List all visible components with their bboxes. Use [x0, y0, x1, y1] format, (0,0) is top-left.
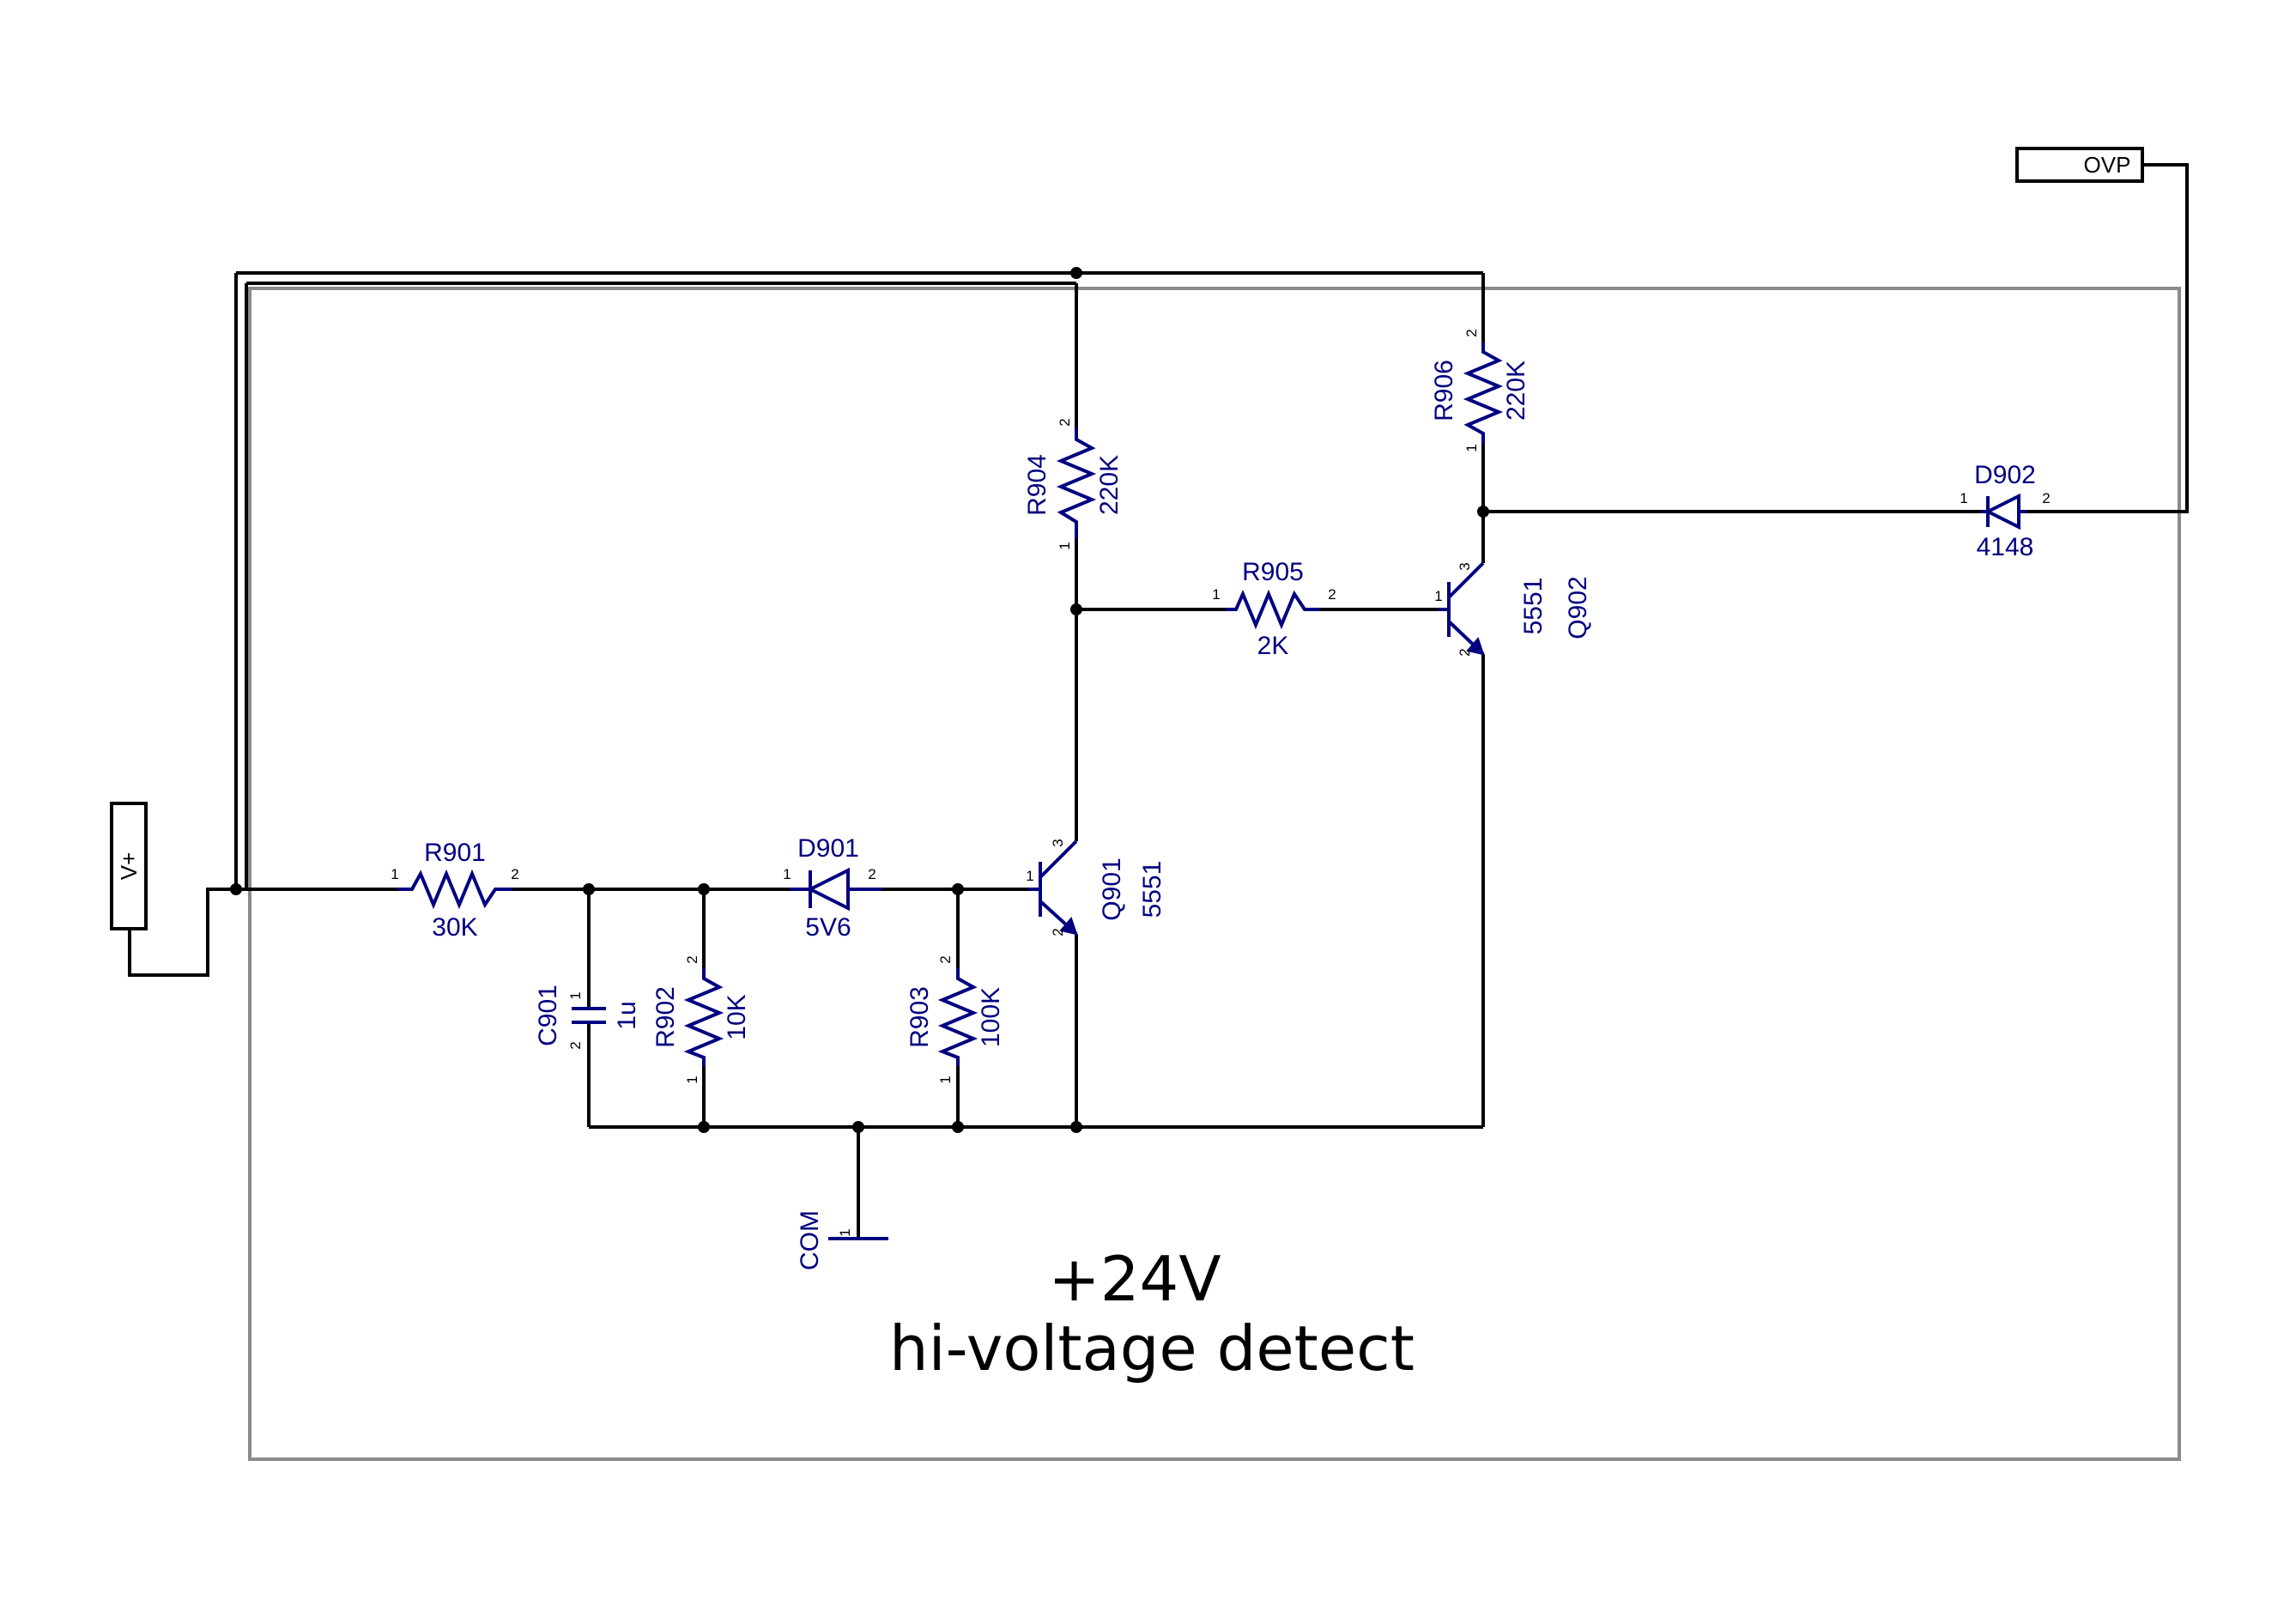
title-line-1: +24V	[1048, 1243, 1221, 1315]
junction-dot	[698, 883, 710, 895]
diode-d901: 1 2 D901 5V6	[783, 834, 882, 942]
wires	[128, 163, 2189, 1239]
c901-value: 1u	[613, 1001, 641, 1029]
resistor-r905: 1 2 R905 2K	[1212, 558, 1336, 660]
d901-value: 5V6	[805, 913, 851, 942]
r906-ref: R906	[1430, 360, 1458, 421]
r904-pin2: 2	[1057, 418, 1073, 426]
resistor-r903: 2 1 R903 100K	[906, 955, 1005, 1083]
d902-ref: D902	[1974, 461, 2036, 489]
q902-pin2: 2	[1457, 648, 1473, 656]
port-vplus-label: V+	[116, 852, 142, 881]
d901-triangle	[806, 867, 850, 912]
q901-ref: Q901	[1098, 857, 1126, 920]
resistor-r906: 2 1 R906 220K	[1430, 329, 1530, 451]
c901-ref: C901	[534, 985, 562, 1046]
r901-zigzag	[397, 869, 512, 910]
junction-dot	[583, 883, 595, 895]
junction-dot	[1070, 603, 1082, 615]
r905-pin1: 1	[1212, 586, 1220, 603]
r905-ref: R905	[1242, 558, 1304, 586]
junction-dot	[1070, 267, 1082, 279]
r903-zigzag	[937, 968, 978, 1066]
port-vplus: V+	[110, 802, 148, 930]
junction-dot	[952, 1121, 964, 1133]
q901-value: 5551	[1138, 861, 1166, 918]
q902-pin1: 1	[1434, 588, 1442, 604]
port-com: 1 COM	[796, 1210, 888, 1270]
r902-zigzag	[683, 968, 724, 1066]
c901-pin2: 2	[567, 1041, 584, 1049]
capacitor-c901: 1 2 C901 1u	[534, 985, 641, 1050]
r902-value: 10K	[723, 994, 751, 1039]
block-frame	[248, 287, 2181, 1461]
d902-pin2: 2	[2042, 490, 2050, 506]
resistor-r904: 2 1 R904 220K	[1023, 418, 1124, 549]
port-vplus-box	[110, 802, 148, 930]
q902-emitter-arrow	[1466, 637, 1485, 656]
r906-pin2: 2	[1463, 329, 1480, 336]
port-ovp-label: OVP	[2084, 152, 2131, 178]
r903-pin1: 1	[937, 1076, 954, 1083]
r904-ref: R904	[1023, 454, 1051, 516]
transistor-q902: 1 3 2 5551 Q902	[1434, 561, 1592, 657]
r902-ref: R902	[651, 986, 680, 1048]
q902-value: 5551	[1519, 578, 1548, 635]
r901-value: 30K	[432, 913, 477, 942]
q901-emitter-arrow	[1059, 917, 1078, 936]
r906-zigzag	[1463, 342, 1504, 445]
r905-value: 2K	[1257, 632, 1289, 660]
q901-pin3: 3	[1050, 839, 1066, 846]
resistor-r901: 1 2 R901 30K	[391, 839, 518, 942]
vplus-feed-wire	[128, 888, 236, 977]
r904-value: 220K	[1095, 455, 1124, 515]
com-pin-number: 1	[837, 1228, 853, 1236]
d902-value: 4148	[1977, 533, 2034, 561]
r902-pin2: 2	[684, 955, 700, 963]
r902-pin1: 1	[684, 1076, 700, 1083]
junction-dot	[852, 1121, 864, 1133]
junction-dot	[1070, 1121, 1082, 1133]
q902-pin3: 3	[1457, 562, 1473, 570]
d902-pin1: 1	[1960, 490, 1967, 506]
q901-collector-line	[1039, 839, 1078, 879]
r906-value: 220K	[1502, 361, 1530, 421]
port-ovp-box	[2015, 147, 2144, 183]
junction-dot	[230, 883, 242, 895]
port-ovp: OVP	[2015, 147, 2144, 183]
q902-ref: Q902	[1564, 576, 1592, 639]
r905-zigzag	[1226, 589, 1320, 630]
d902-triangle	[1984, 493, 2020, 530]
transistor-q901: 1 3 2 Q901 5551	[1026, 839, 1166, 936]
r906-pin1: 1	[1463, 444, 1480, 451]
c901-pin1: 1	[567, 991, 584, 999]
d902-to-ovp-wire	[2026, 163, 2189, 513]
q901-pin2: 2	[1050, 928, 1066, 936]
junction-dot	[1477, 506, 1489, 518]
resistor-r902: 2 1 R902 10K	[651, 955, 751, 1083]
q902-collector-line	[1447, 561, 1485, 599]
d901-pin2: 2	[868, 866, 875, 882]
com-label: COM	[796, 1210, 824, 1270]
d901-pin1: 1	[783, 866, 791, 882]
diode-d902: 1 2 D902 4148	[1960, 461, 2050, 561]
r905-pin2: 2	[1328, 586, 1336, 603]
d901-ref: D901	[797, 834, 859, 863]
r904-pin1: 1	[1057, 542, 1073, 549]
r903-pin2: 2	[937, 955, 954, 963]
title-line-2: hi-voltage detect	[889, 1312, 1415, 1385]
junction-dot	[698, 1121, 710, 1133]
r904-zigzag	[1056, 427, 1097, 539]
junctions	[230, 267, 1489, 1133]
junction-dot	[952, 883, 964, 895]
r903-value: 100K	[977, 987, 1005, 1047]
r903-ref: R903	[906, 986, 934, 1048]
q901-pin1: 1	[1026, 868, 1033, 884]
r901-pin1: 1	[391, 866, 398, 882]
r901-ref: R901	[424, 839, 486, 867]
r901-pin2: 2	[511, 866, 518, 882]
